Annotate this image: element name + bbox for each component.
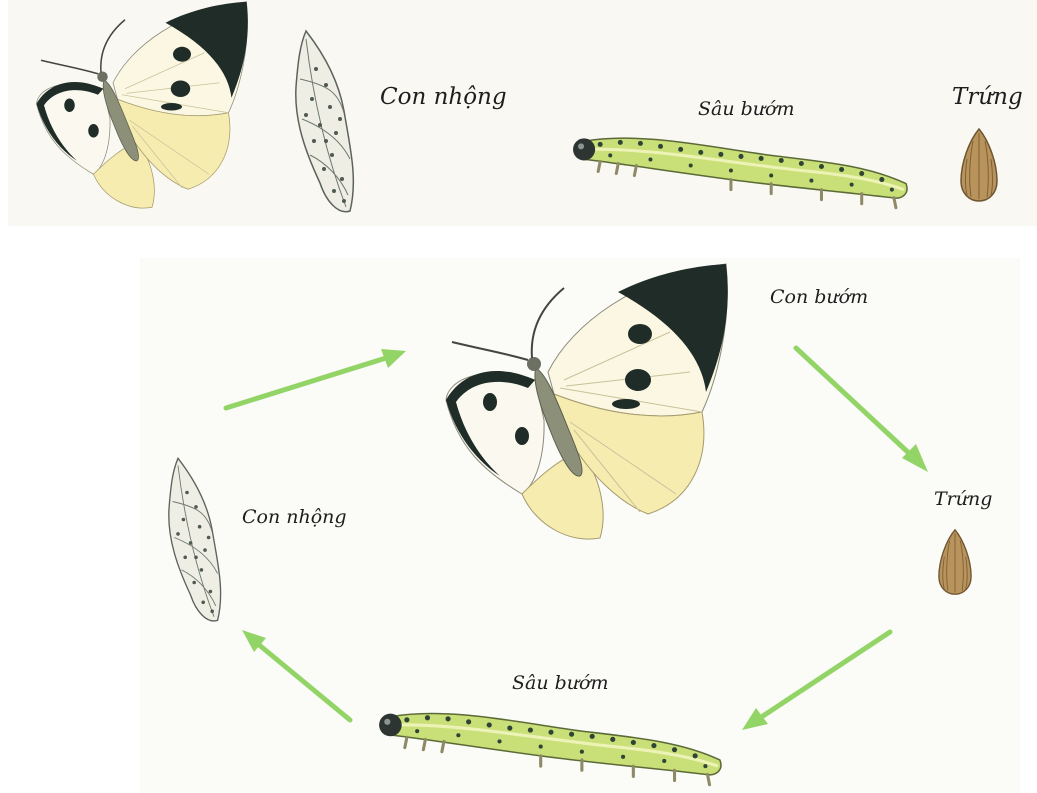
cycle-caterpillar-illustration — [376, 700, 726, 788]
top-pupa-label: Con nhộng — [380, 86, 507, 109]
cycle-egg-illustration — [936, 528, 974, 596]
cycle-caterpillar-label: Sâu bướm — [512, 674, 608, 693]
top-pupa-illustration — [286, 22, 366, 226]
cycle-pupa-label: Con nhộng — [242, 508, 347, 527]
top-butterfly-illustration — [32, 0, 257, 218]
cycle-pupa-illustration — [160, 450, 232, 634]
cycle-egg-label: Trứng — [934, 490, 992, 509]
top-egg-label: Trứng — [952, 86, 1023, 109]
cycle-butterfly-illustration — [440, 262, 740, 552]
top-caterpillar-illustration — [570, 124, 912, 212]
top-caterpillar-label: Sâu bướm — [698, 100, 794, 119]
cycle-butterfly-label: Con bướm — [770, 288, 868, 307]
top-egg-illustration — [958, 127, 1000, 203]
